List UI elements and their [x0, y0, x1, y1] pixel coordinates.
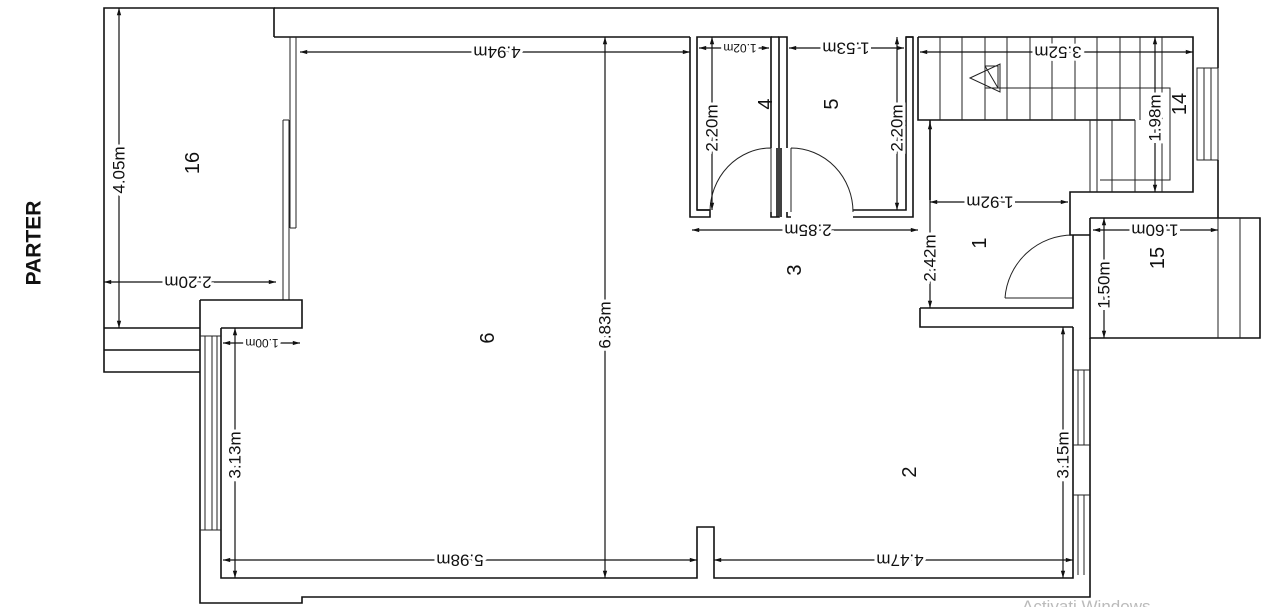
dim-room4-width: 1.02m [723, 41, 756, 55]
dim-room5-length: 2.20m [888, 104, 907, 151]
dim-room1-length: 2.42m [921, 234, 940, 281]
dim-room6-width-top: 4.94m [473, 43, 520, 62]
door-room1 [1004, 234, 1074, 299]
room-numbers: 16 6 4 5 14 1 3 15 2 [182, 93, 1191, 478]
dim-room2-width: 4.47m [876, 551, 923, 570]
room-number-3: 3 [784, 264, 806, 275]
dimension-lines [104, 7, 1218, 578]
windows-activation-watermark: Activați Windows [1022, 597, 1150, 607]
room-number-5: 5 [821, 98, 843, 109]
room-number-6: 6 [477, 332, 499, 343]
dim-room4-length: 2.20m [703, 104, 722, 151]
room-number-15: 15 [1147, 247, 1169, 269]
dim-stair-width: 3.52m [1034, 43, 1081, 62]
floor-title: PARTER [23, 201, 46, 286]
dim-step-width: 1.00m [245, 336, 278, 350]
entrance-steps [1089, 217, 1261, 339]
dim-room16-width: 2.20m [164, 273, 211, 292]
dim-room6-left-length: 3.13m [226, 431, 245, 478]
room-number-14: 14 [1169, 93, 1191, 115]
room-number-1: 1 [969, 237, 991, 248]
room-number-16: 16 [182, 152, 204, 174]
dim-room16-length: 4.05m [110, 146, 129, 193]
room-number-2: 2 [899, 466, 921, 477]
dim-room2-length: 3.15m [1054, 431, 1073, 478]
room-number-4: 4 [755, 98, 777, 109]
dim-room15-length: 1.50m [1095, 261, 1114, 308]
dim-room6-length: 6.83m [596, 301, 615, 348]
door-room4 [709, 147, 772, 213]
walls [103, 7, 1261, 604]
dim-room5-width: 1.53m [822, 39, 869, 58]
dim-room15-width: 1.60m [1131, 221, 1178, 240]
dim-room1-width: 1.92m [966, 193, 1013, 212]
dimension-labels: 4.94m 1.02m 1.53m 3.52m 1.92m 2.85m 1.60… [107, 36, 1182, 573]
dim-stair-length: 1.98m [1146, 94, 1165, 141]
dim-room3-width: 2.85m [784, 221, 831, 240]
door-room5 [790, 147, 854, 213]
dim-room6-width-bottom: 5.98m [436, 551, 483, 570]
